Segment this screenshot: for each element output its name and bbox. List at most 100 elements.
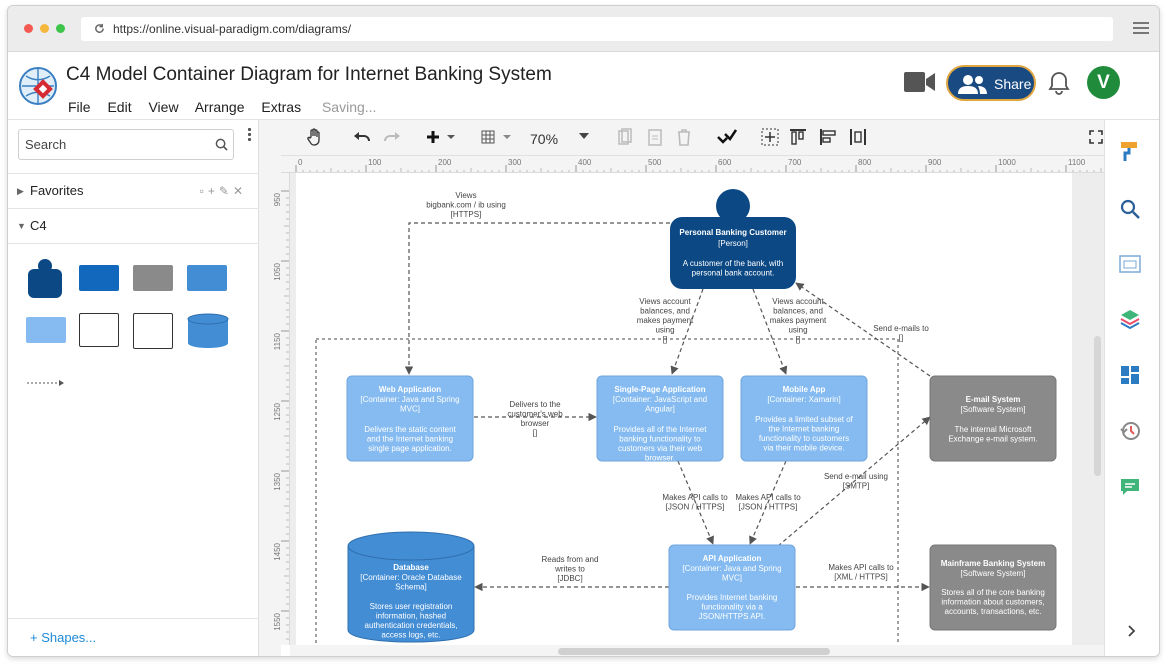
edge-api-spa[interactable] (677, 460, 714, 545)
ruler-tick-label: 1350 (273, 472, 282, 490)
shape-boundary[interactable] (79, 313, 119, 347)
align-left-icon[interactable] (819, 128, 837, 146)
format-painter-icon[interactable] (717, 128, 737, 146)
shape-software-system[interactable] (79, 265, 119, 291)
url-text: https://online.visual-paradigm.com/diagr… (113, 22, 352, 36)
close-window-dot[interactable] (24, 24, 33, 33)
zoom-dropdown-icon[interactable] (579, 133, 589, 139)
layers-icon[interactable] (1119, 308, 1141, 330)
menu-bar: File Edit View Arrange Extras Saving... (68, 99, 389, 115)
node-person[interactable] (670, 189, 796, 289)
diagram-title[interactable]: C4 Model Container Diagram for Internet … (66, 64, 552, 85)
reload-icon[interactable] (94, 23, 105, 34)
edge-api-mobile[interactable] (749, 460, 787, 545)
horizontal-scrollbar[interactable] (290, 645, 1104, 656)
history-icon[interactable] (1119, 420, 1141, 442)
node-web-app[interactable] (346, 375, 474, 462)
minimize-window-dot[interactable] (40, 24, 49, 33)
chevron-right-icon[interactable] (1127, 624, 1137, 638)
ruler-tick-label: 1100 (1068, 158, 1086, 167)
fullscreen-icon[interactable] (1089, 130, 1103, 144)
ruler-tick-label: 1000 (998, 158, 1016, 167)
shape-relationship[interactable] (26, 378, 66, 388)
node-email[interactable] (929, 375, 1057, 462)
shape-boundary-2[interactable] (133, 313, 173, 349)
shape-container[interactable] (187, 265, 227, 291)
node-api[interactable] (668, 544, 796, 631)
node-mobile[interactable] (740, 375, 868, 462)
ruler-tick-label: 200 (438, 158, 452, 167)
search-icon[interactable] (1119, 198, 1141, 220)
favorites-actions[interactable]: ▫+✎✕ (199, 184, 247, 198)
c4-section[interactable]: ▼ C4 (8, 208, 259, 243)
diagram-canvas[interactable]: Personal Banking Customer [Person] A cus… (296, 173, 1072, 645)
shape-external-system[interactable] (133, 265, 173, 291)
redo-icon[interactable] (383, 131, 401, 143)
menu-view[interactable]: View (148, 99, 179, 115)
menu-file[interactable]: File (68, 99, 91, 115)
menu-extras[interactable]: Extras (261, 99, 302, 115)
select-all-icon[interactable] (761, 128, 779, 146)
ruler-tick-label: 800 (858, 158, 872, 167)
format-icon[interactable] (1119, 140, 1141, 162)
edge-views-web[interactable] (404, 222, 670, 375)
menu-arrange[interactable]: Arrange (194, 99, 245, 115)
ruler-tick-label: 1250 (273, 402, 282, 420)
edge-views-mobile[interactable] (752, 288, 788, 375)
collapse-icon: ▼ (17, 221, 26, 231)
share-button[interactable]: Share (946, 65, 1036, 101)
shape-component[interactable] (26, 317, 66, 343)
video-call-icon[interactable] (904, 71, 936, 93)
search-icon[interactable] (215, 138, 228, 151)
distribute-icon[interactable] (849, 128, 867, 146)
pan-hand-icon[interactable] (307, 128, 323, 146)
label-api-mainframe: Makes API calls to[XML / HTTPS] (828, 563, 894, 582)
horizontal-scroll-thumb[interactable] (558, 648, 830, 655)
right-panel (1104, 120, 1159, 656)
shapes-button[interactable]: + Shapes... (8, 618, 259, 656)
copy-icon[interactable] (618, 128, 632, 146)
table-icon[interactable] (481, 130, 513, 144)
zoom-level[interactable]: 70% (530, 131, 559, 147)
grid-panel-icon[interactable] (1119, 364, 1141, 386)
node-spa[interactable] (596, 375, 724, 462)
edge-views-spa[interactable] (670, 288, 704, 375)
add-icon[interactable] (426, 130, 456, 144)
spa-name: Single-Page Application (614, 385, 705, 394)
comments-icon[interactable] (1119, 476, 1141, 498)
label-api-mobile: Makes API calls to[JSON / HTTPS] (735, 493, 801, 512)
paste-icon[interactable] (648, 128, 662, 146)
undo-icon[interactable] (353, 131, 371, 143)
shape-database[interactable] (187, 313, 229, 349)
label-send-emails: Send e-mails to[] (873, 324, 929, 343)
maximize-window-dot[interactable] (56, 24, 65, 33)
search-input[interactable]: Search (18, 129, 234, 160)
outline-icon[interactable] (1119, 254, 1141, 274)
edge-send-emails[interactable] (795, 282, 931, 377)
shape-person[interactable] (26, 258, 64, 298)
mainframe-name: Mainframe Banking System (941, 559, 1045, 568)
menu-edit[interactable]: Edit (107, 99, 132, 115)
edge-send-email-smtp[interactable] (777, 416, 931, 547)
bell-icon[interactable] (1048, 71, 1070, 95)
avatar[interactable]: V (1087, 66, 1120, 99)
favorites-section[interactable]: ▶ Favorites ▫+✎✕ (8, 173, 259, 208)
address-bar[interactable]: https://online.visual-paradigm.com/diagr… (81, 17, 1113, 41)
sidebar-menu-icon[interactable] (248, 128, 251, 143)
users-icon (958, 75, 987, 94)
node-mainframe[interactable] (929, 544, 1057, 631)
align-top-icon[interactable] (789, 128, 807, 146)
browser-menu-icon[interactable] (1133, 22, 1149, 37)
vertical-scrollbar[interactable] (1094, 336, 1101, 476)
node-database[interactable] (347, 531, 475, 643)
delete-icon[interactable] (677, 128, 691, 146)
